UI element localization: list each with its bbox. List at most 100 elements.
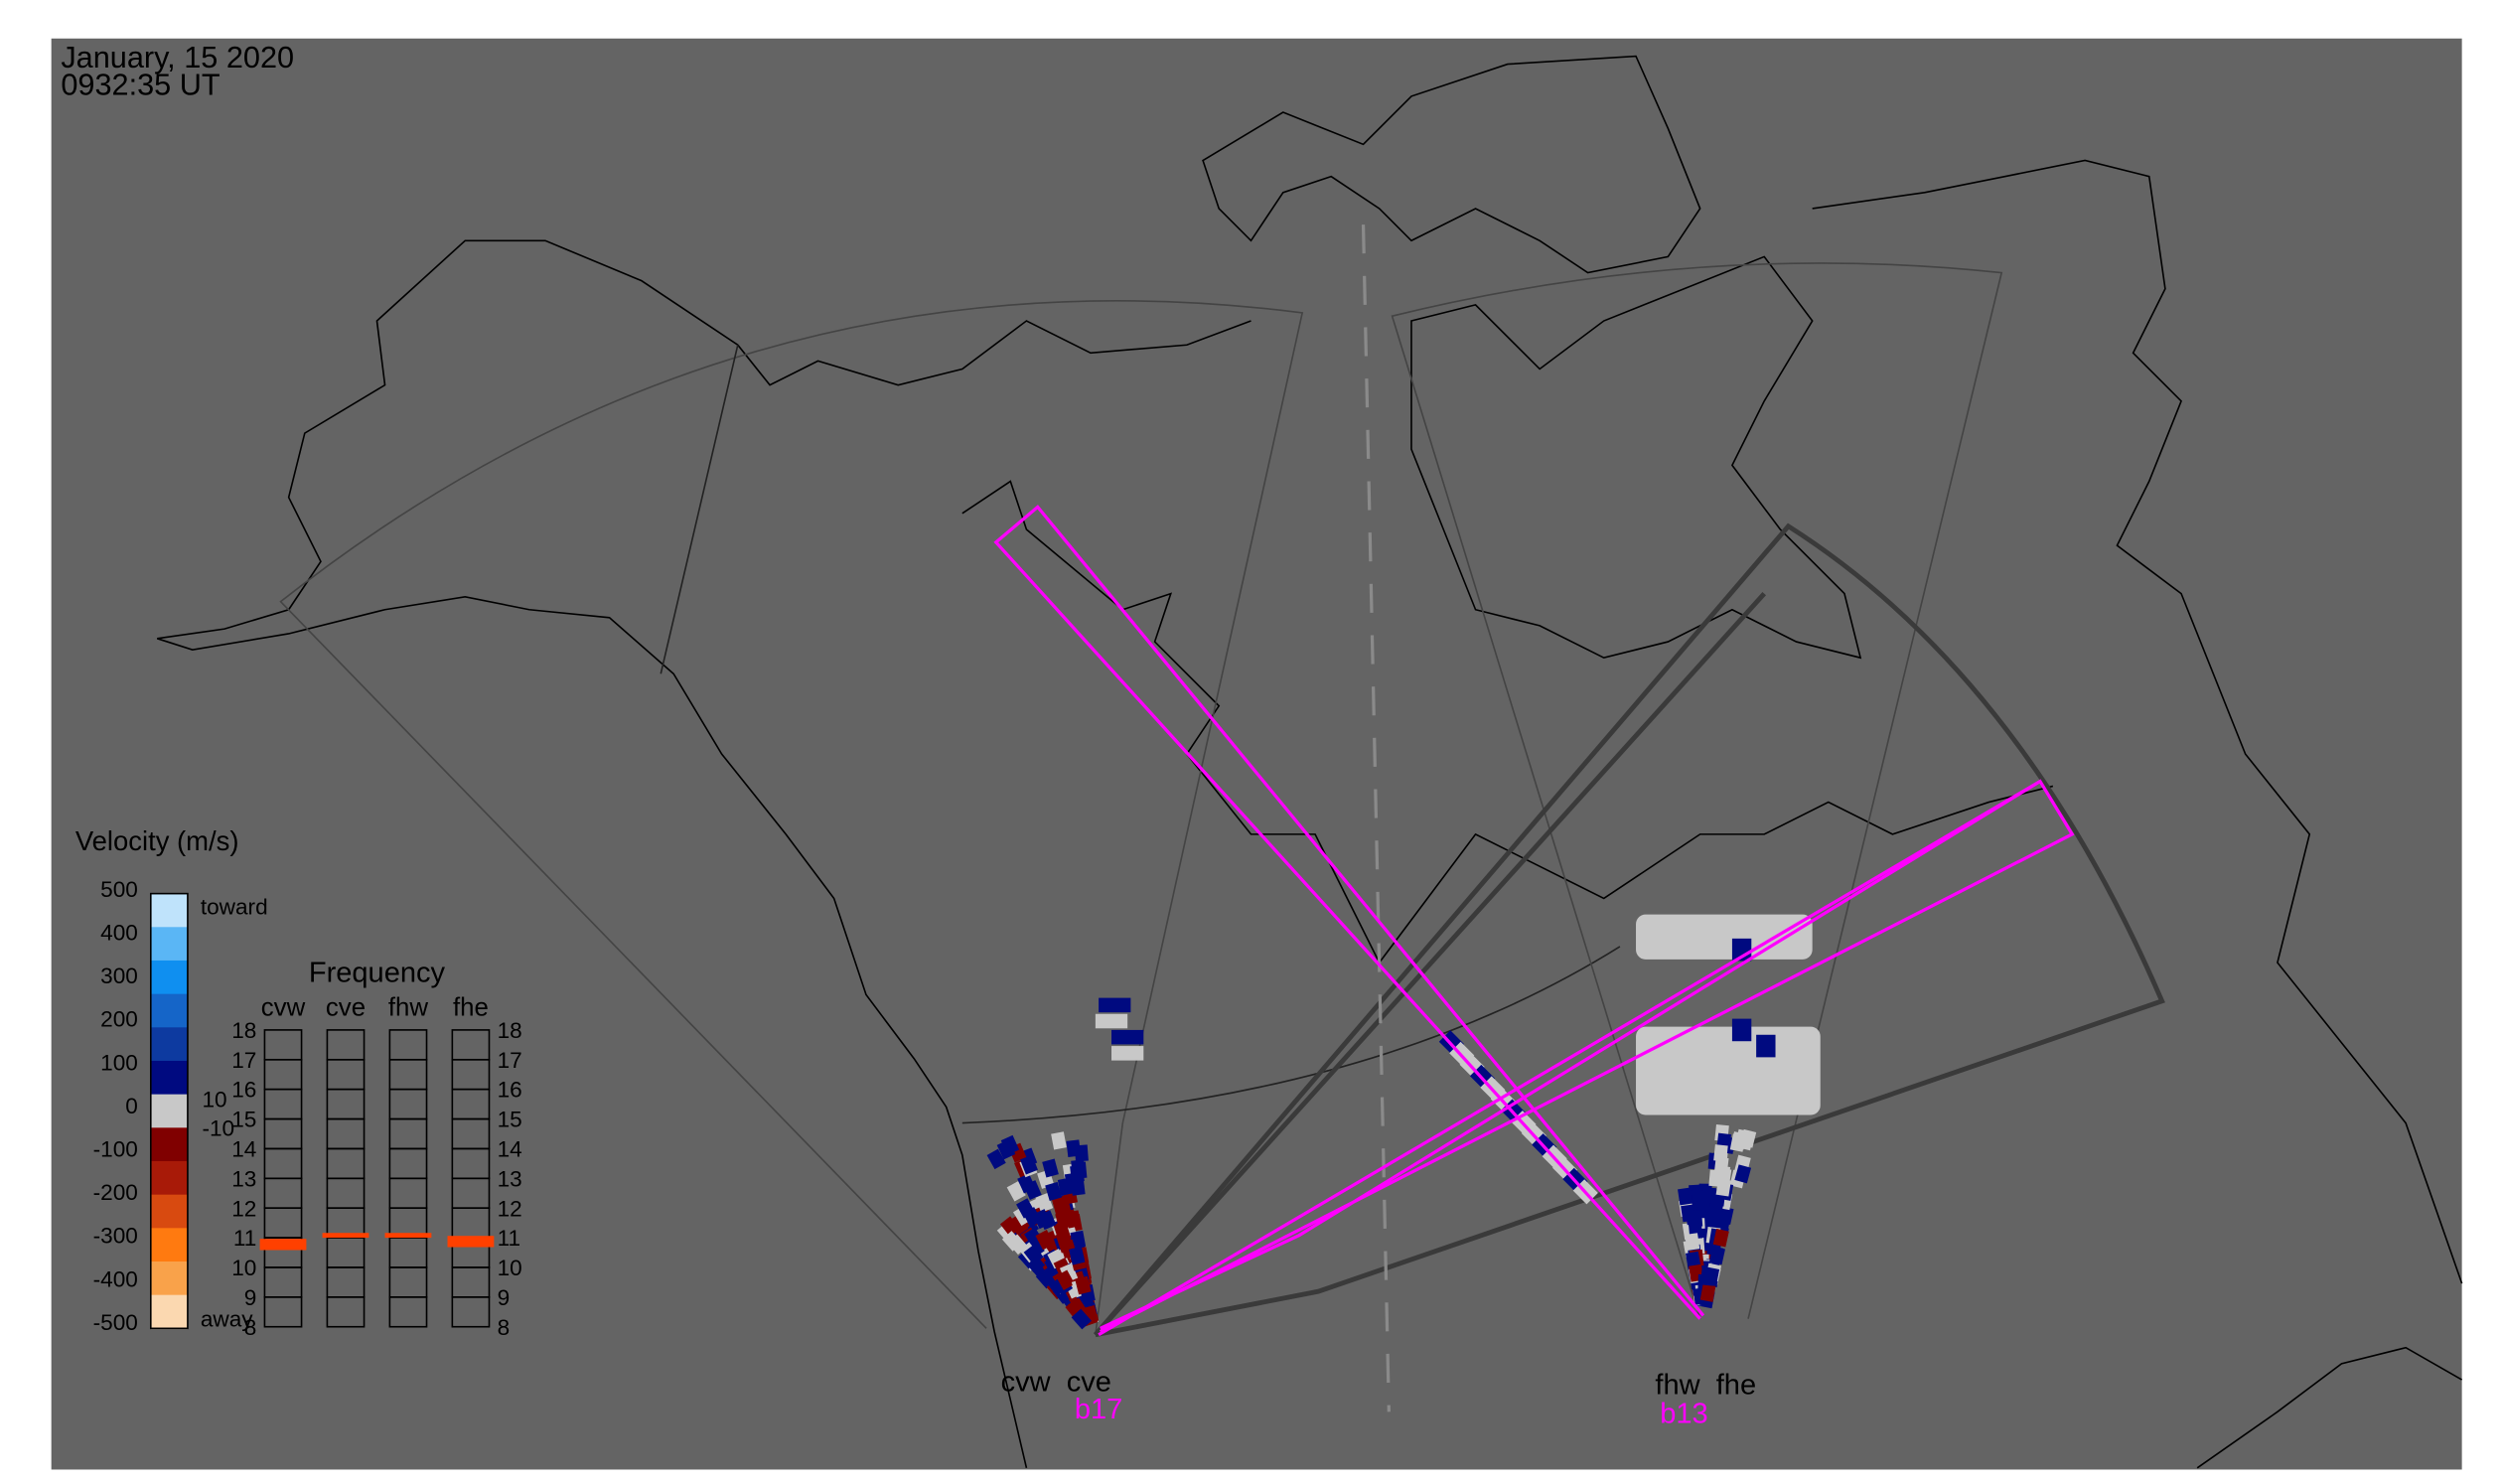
fov-cv-outline: [279, 300, 1304, 1335]
scatter-cell: [1023, 1180, 1042, 1201]
scatter-cell: [1035, 1230, 1055, 1251]
scatter-cell: [1023, 1244, 1044, 1265]
frequency-column-label: fhw: [388, 993, 429, 1021]
coastline-europe: [2196, 1346, 2463, 1469]
colorbar-tick-label: 300: [100, 964, 138, 988]
scatter-cell: [1069, 1246, 1086, 1265]
scatter-cell: [1708, 1203, 1723, 1221]
frequency-title: Frequency: [309, 957, 446, 988]
scatter-cell: [1038, 1210, 1057, 1231]
scatter-cell: [996, 1139, 1016, 1160]
time-label: 0932:35 UT: [61, 67, 221, 101]
scatter-cell: [1699, 1283, 1716, 1302]
fh-beam-label: b13: [1660, 1399, 1707, 1430]
colorbar-frame: [149, 892, 189, 1330]
colorbar-tick-label: 200: [100, 1007, 138, 1032]
scatter-cell: [1070, 1230, 1087, 1250]
frequency-marker: [259, 1239, 307, 1251]
frequency-column-label: fhe: [453, 993, 489, 1021]
beam-outlines: [993, 505, 2075, 1337]
scatter-cell: [1685, 1251, 1701, 1269]
away-label: away: [201, 1307, 253, 1332]
scatter-cell: [1051, 1131, 1067, 1150]
frequency-tick-left: 14: [231, 1137, 256, 1162]
scatter-cell: [1053, 1221, 1071, 1241]
frequency-column-label: cve: [326, 993, 366, 1021]
beam-cv-b17: [1098, 779, 2075, 1337]
scatter-cell: [1045, 1181, 1063, 1201]
colorbar-title: Velocity (m/s): [75, 825, 239, 856]
coastlines: [157, 55, 2463, 1469]
scatter-cell: [1696, 1194, 1710, 1211]
scatter-cell: [1095, 1013, 1128, 1029]
colorbar-segment: [150, 1294, 188, 1330]
frequency-tick-left: 13: [231, 1166, 256, 1191]
fields-of-view: [279, 224, 2165, 1412]
beam-fh-b13: [993, 505, 1705, 1320]
scatter-cell: [1712, 1228, 1729, 1248]
frequency-tick-right: 14: [498, 1137, 522, 1162]
scatter-cell: [1006, 1181, 1026, 1202]
frequency-cell: [388, 1296, 428, 1328]
scatter-cell: [1055, 1269, 1076, 1290]
colorbar-segment: [150, 1194, 188, 1230]
scatter-cell: [1057, 1177, 1074, 1196]
scatter-cell: [999, 1216, 1021, 1238]
scatter-cell: [1075, 1275, 1092, 1295]
toward-label: toward: [201, 895, 268, 920]
frequency-cell: [263, 1296, 303, 1328]
scatter-cell: [1731, 1018, 1752, 1042]
fov-thick-sector: [1094, 522, 2165, 1338]
colorbar-segment: [150, 960, 188, 995]
fov-fh-outline: [1391, 262, 2003, 1319]
frequency-marker: [384, 1233, 432, 1239]
colorbar-segment: [150, 1027, 188, 1062]
scatter-cell: [1020, 1154, 1038, 1175]
scatter-cell: [1074, 1144, 1089, 1162]
fov-thick-inner: [1094, 591, 1767, 1337]
frequency-tick-right: 17: [498, 1048, 522, 1073]
scatter-cell: [1070, 1164, 1085, 1183]
colorbar-segment: [150, 1060, 188, 1096]
colorbar-segment: [150, 1261, 188, 1296]
gs-label-neg: -10: [202, 1116, 234, 1141]
frequency-tick-right: 10: [498, 1256, 522, 1280]
coastline-east: [1410, 255, 1862, 660]
colorbar-segment: [150, 1094, 188, 1129]
ground-scatter-patch: [1636, 1026, 1821, 1115]
scatter-cell: [1699, 1268, 1715, 1286]
colorbar-segment: [150, 1228, 188, 1262]
frequency-tick-right: 13: [498, 1166, 522, 1191]
frequency-tick-left: 15: [231, 1108, 256, 1132]
scatter-cell: [1071, 1308, 1092, 1330]
coastline-aleutians: [157, 596, 1028, 1469]
scatter-cell: [1016, 1198, 1036, 1219]
colorbar-tick-label: -200: [93, 1180, 138, 1205]
frequency-tick-left: 17: [231, 1048, 256, 1073]
scatter-cell: [1708, 1246, 1725, 1265]
frequency-marker: [322, 1233, 369, 1239]
scatter-cell: [1737, 1131, 1754, 1151]
scatter-cell: [1099, 997, 1131, 1013]
scatter-cell: [1678, 1187, 1693, 1206]
scatter-cell: [1111, 1029, 1144, 1045]
frequency-tick-right: 12: [498, 1196, 522, 1221]
frequency-tick-left: 11: [233, 1226, 256, 1251]
colorbar-segment: [150, 893, 188, 929]
colorbar-tick-label: -100: [93, 1137, 138, 1162]
frequency-tick-right: 15: [498, 1108, 522, 1132]
dashed-meridian: [1361, 224, 1391, 1412]
colorbar-segment: [150, 1127, 188, 1162]
frequency-marker: [447, 1236, 495, 1248]
frequency-tick-left: 16: [231, 1078, 256, 1103]
colorbar-tick-label: 400: [100, 920, 138, 945]
gs-label-pos: 10: [202, 1087, 226, 1112]
colorbar-tick-label: 500: [100, 877, 138, 902]
scatter-cell: [1070, 1178, 1086, 1196]
scatter-cell: [1051, 1195, 1069, 1215]
coastline-hudson-bay: [961, 480, 2054, 965]
colorbar-segment: [150, 927, 188, 962]
colorbar-tick-label: -400: [93, 1266, 138, 1291]
